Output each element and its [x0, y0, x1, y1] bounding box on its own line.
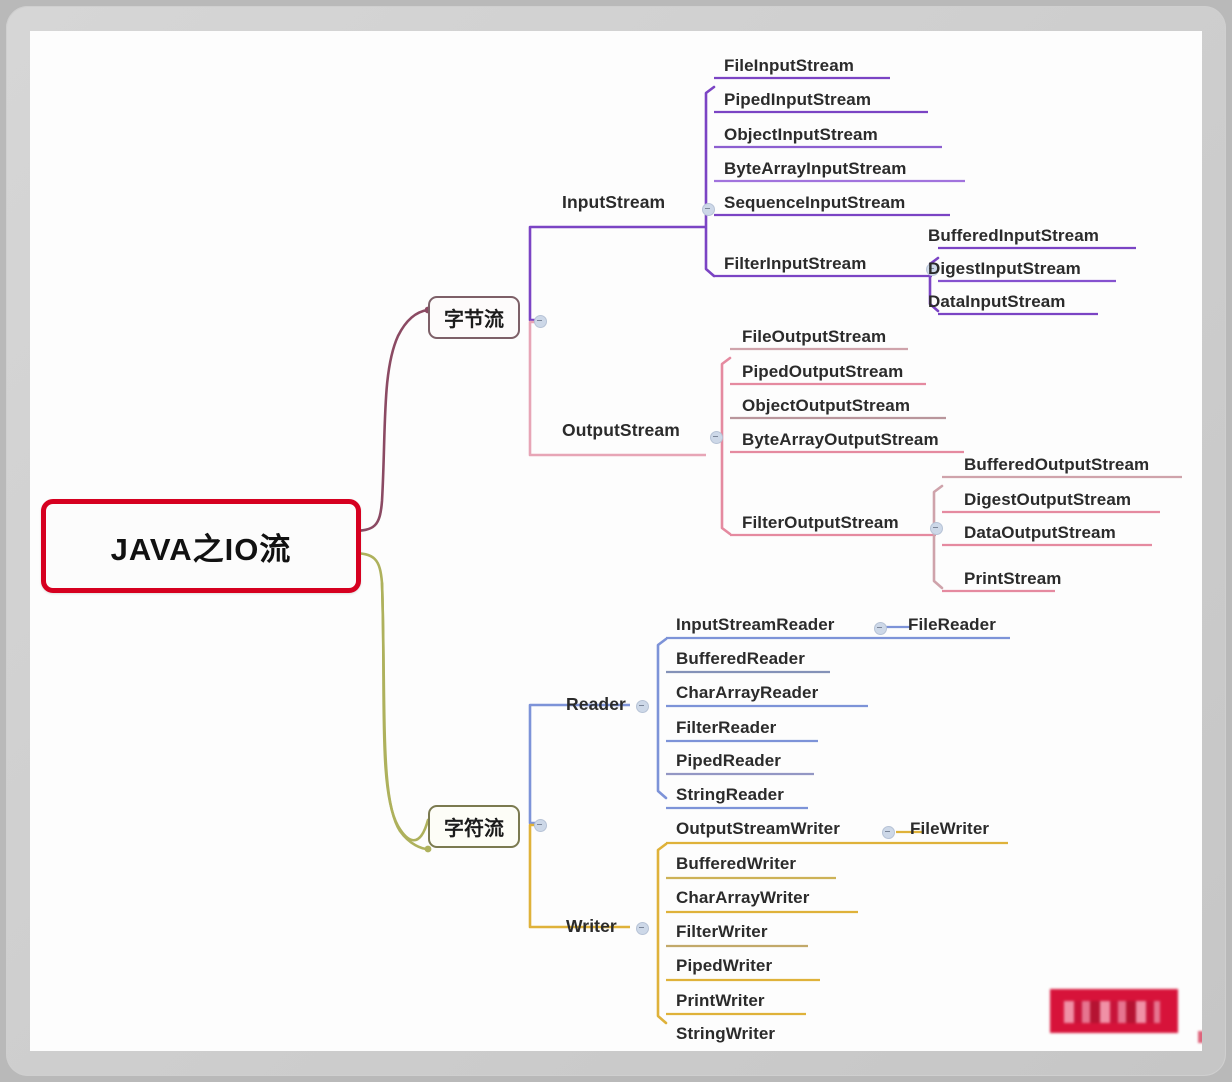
wire-root-to-byte: [349, 308, 430, 533]
node-piped-output-stream[interactable]: PipedOutputStream: [742, 362, 904, 381]
node-print-writer[interactable]: PrintWriter: [676, 991, 765, 1010]
node-filter-output-stream[interactable]: FilterOutputStream: [742, 513, 899, 532]
collapse-dot-output-stream-writer[interactable]: [882, 826, 895, 839]
node-file-input-stream[interactable]: FileInputStream: [724, 56, 854, 75]
collapse-dot-input-stream-reader[interactable]: [874, 622, 887, 635]
node-sequence-input-stream[interactable]: SequenceInputStream: [724, 193, 906, 212]
watermark-text-blurred: [1064, 1001, 1160, 1023]
node-object-output-stream[interactable]: ObjectOutputStream: [742, 396, 911, 415]
collapse-dot-output-stream[interactable]: [710, 431, 723, 444]
mindmap: JAVA之IO流 字节流 字符流 InputStream FileInputSt…: [30, 31, 1202, 1051]
wire-outputstream-spine: [720, 356, 732, 536]
collapse-dot-reader[interactable]: [636, 700, 649, 713]
wire-byte-to-inputstream: [528, 225, 706, 322]
wire-writer-spine: [656, 842, 668, 1025]
collapse-dot-filter-output-stream[interactable]: [930, 522, 943, 535]
node-filter-input-stream[interactable]: FilterInputStream: [724, 254, 867, 273]
root-node[interactable]: JAVA之IO流: [41, 499, 361, 593]
branch-label-char-stream: 字符流: [444, 818, 504, 840]
wire-char-to-reader: [528, 703, 630, 825]
node-input-stream[interactable]: InputStream: [562, 192, 666, 212]
collapse-dot-filter-input-stream[interactable]: [926, 263, 939, 276]
node-buffered-input-stream[interactable]: BufferedInputStream: [928, 226, 1099, 245]
branch-node-char-stream[interactable]: 字符流: [428, 805, 520, 848]
branch-node-byte-stream[interactable]: 字节流: [428, 296, 520, 339]
node-byte-array-input-stream[interactable]: ByteArrayInputStream: [724, 159, 907, 178]
node-byte-array-output-stream[interactable]: ByteArrayOutputStream: [742, 430, 939, 449]
node-filter-writer[interactable]: FilterWriter: [676, 922, 768, 941]
wire-endpoint-char: [424, 845, 432, 853]
watermark-badge: [1050, 989, 1178, 1033]
node-string-writer[interactable]: StringWriter: [676, 1024, 776, 1043]
node-object-input-stream[interactable]: ObjectInputStream: [724, 125, 878, 144]
wire-char-to-writer: [528, 823, 630, 929]
node-data-output-stream[interactable]: DataOutputStream: [964, 523, 1116, 542]
node-filter-reader[interactable]: FilterReader: [676, 718, 777, 737]
node-buffered-reader[interactable]: BufferedReader: [676, 649, 805, 668]
node-buffered-output-stream[interactable]: BufferedOutputStream: [964, 455, 1150, 474]
node-file-writer[interactable]: FileWriter: [910, 819, 990, 838]
collapse-dot-byte-stream[interactable]: [534, 315, 547, 328]
node-file-output-stream[interactable]: FileOutputStream: [742, 327, 887, 346]
node-char-array-writer[interactable]: CharArrayWriter: [676, 888, 810, 907]
branch-label-byte-stream: 字节流: [444, 309, 504, 331]
wire-reader-spine: [656, 637, 668, 800]
node-char-array-reader[interactable]: CharArrayReader: [676, 683, 819, 702]
watermark-tail-mark: [1198, 1031, 1202, 1043]
node-digest-output-stream[interactable]: DigestOutputStream: [964, 490, 1132, 509]
root-label: JAVA之IO流: [110, 531, 292, 567]
node-piped-input-stream[interactable]: PipedInputStream: [724, 90, 872, 109]
node-output-stream-writer[interactable]: OutputStreamWriter: [676, 819, 840, 838]
node-output-stream[interactable]: OutputStream: [562, 420, 680, 440]
node-reader[interactable]: Reader: [566, 694, 626, 714]
node-piped-reader[interactable]: PipedReader: [676, 751, 782, 770]
node-string-reader[interactable]: StringReader: [676, 785, 784, 804]
wire-root-to-char: [349, 551, 430, 842]
wire-inputstream-spine: [704, 85, 716, 278]
node-print-stream[interactable]: PrintStream: [964, 569, 1062, 588]
wire-filteroutputstream-spine: [932, 484, 944, 590]
node-file-reader[interactable]: FileReader: [908, 615, 996, 634]
node-writer[interactable]: Writer: [566, 916, 617, 936]
node-data-input-stream[interactable]: DataInputStream: [928, 292, 1066, 311]
node-buffered-writer[interactable]: BufferedWriter: [676, 854, 797, 873]
node-input-stream-reader[interactable]: InputStreamReader: [676, 615, 835, 634]
node-piped-writer[interactable]: PipedWriter: [676, 956, 773, 975]
collapse-dot-char-stream[interactable]: [534, 819, 547, 832]
collapse-dot-writer[interactable]: [636, 922, 649, 935]
node-digest-input-stream[interactable]: DigestInputStream: [928, 259, 1081, 278]
mindmap-canvas[interactable]: JAVA之IO流 字节流 字符流 InputStream FileInputSt…: [30, 31, 1202, 1051]
collapse-dot-input-stream[interactable]: [702, 203, 715, 216]
